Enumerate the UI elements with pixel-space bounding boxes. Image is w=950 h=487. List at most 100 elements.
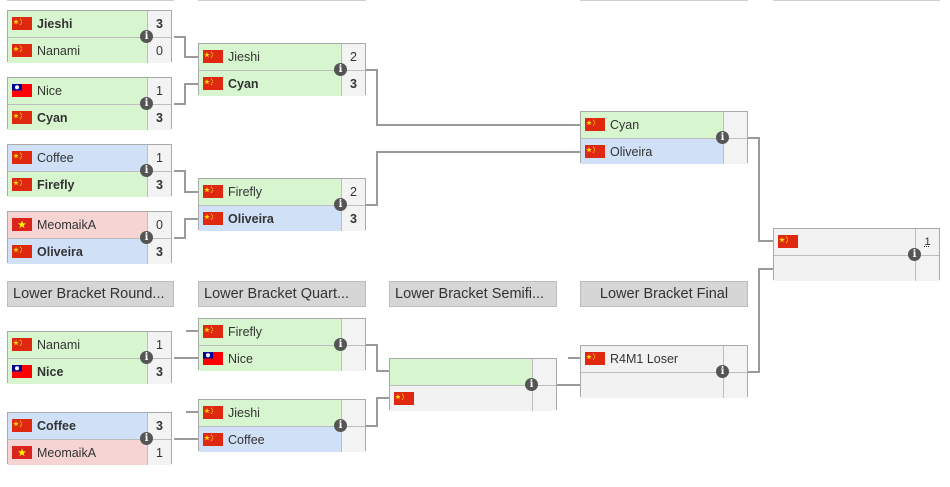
bracket-connector-line xyxy=(174,103,185,105)
bracket-connector-line xyxy=(748,371,759,373)
info-icon[interactable]: i xyxy=(334,63,347,76)
bracket-connector-line xyxy=(174,357,198,359)
info-icon[interactable]: i xyxy=(525,378,538,391)
info-icon[interactable]: i xyxy=(908,248,921,261)
bracket-connector-line xyxy=(184,191,198,193)
score: 0 xyxy=(147,212,171,238)
china-flag-icon xyxy=(12,151,32,164)
bracket-connector-line xyxy=(174,36,185,38)
bracket-connector-line xyxy=(376,344,378,371)
bracket-connector-line xyxy=(376,151,580,153)
bracket-connector-line xyxy=(184,83,198,85)
info-icon[interactable]: i xyxy=(140,97,153,110)
info-icon[interactable]: i xyxy=(140,164,153,177)
info-icon[interactable]: i xyxy=(716,131,729,144)
info-icon[interactable]: i xyxy=(334,419,347,432)
bracket-connector-line xyxy=(366,344,377,346)
bracket-connector-line xyxy=(557,384,580,386)
china-flag-icon xyxy=(12,178,32,191)
score: 3 xyxy=(147,105,171,130)
bracket-connector-line xyxy=(184,83,186,105)
match-upper-final[interactable]: Cyan Oliveira i xyxy=(580,111,748,164)
bracket-connector-line xyxy=(184,170,186,192)
bracket-connector-line xyxy=(174,170,185,172)
player-name: Nice xyxy=(228,352,254,366)
player-name: Oliveira xyxy=(228,212,274,226)
player-name: Cyan xyxy=(37,111,68,125)
bracket-connector-line xyxy=(184,218,186,239)
column-divider xyxy=(773,0,940,1)
match-lower-qf-2[interactable]: Jieshi Coffee i xyxy=(198,399,366,452)
score xyxy=(915,256,939,281)
score xyxy=(341,346,365,371)
info-icon[interactable]: i xyxy=(140,432,153,445)
score: 0 xyxy=(147,38,171,63)
player-name: Firefly xyxy=(228,325,263,339)
bracket-connector-line xyxy=(366,69,377,71)
china-flag-icon xyxy=(12,17,32,30)
china-flag-icon xyxy=(585,118,605,131)
china-flag-icon xyxy=(12,419,32,432)
header-lower-semifinals: Lower Bracket Semifi... xyxy=(389,281,557,307)
match-grand-final[interactable]: 1 i xyxy=(773,228,940,281)
bracket-connector-line xyxy=(758,268,760,373)
china-flag-icon xyxy=(203,406,223,419)
player-name: Oliveira xyxy=(610,145,653,159)
score xyxy=(341,427,365,452)
info-icon[interactable]: i xyxy=(716,365,729,378)
china-flag-icon xyxy=(12,44,32,57)
bracket-connector-line xyxy=(186,411,198,413)
bracket-connector-line xyxy=(186,330,198,332)
player-name: Nanami xyxy=(37,338,81,352)
china-flag-icon xyxy=(12,111,32,124)
player-name: MeomaikA xyxy=(37,446,97,460)
bracket-connector-line xyxy=(376,151,378,206)
china-flag-icon xyxy=(203,433,223,446)
player-name: Jieshi xyxy=(37,17,73,31)
bracket-connector-line xyxy=(366,204,377,206)
player-name: Nice xyxy=(37,365,64,379)
bracket-connector-line xyxy=(758,240,773,242)
info-icon[interactable]: i xyxy=(140,30,153,43)
score: 3 xyxy=(341,206,365,231)
match-lower-qf-1[interactable]: Firefly Nice i xyxy=(198,318,366,371)
china-flag-icon xyxy=(394,392,414,405)
bracket-connector-line xyxy=(376,397,378,427)
player-name: Nanami xyxy=(37,44,81,58)
player-name: Firefly xyxy=(228,185,263,199)
info-icon[interactable]: i xyxy=(334,338,347,351)
player-name: R4M1 Loser xyxy=(610,352,679,366)
match-lower-sf[interactable]: i xyxy=(389,358,557,411)
bracket-connector-line xyxy=(568,357,580,359)
info-icon[interactable]: i xyxy=(334,198,347,211)
bracket-connector-line xyxy=(174,438,198,440)
column-divider xyxy=(198,0,366,1)
score: 3 xyxy=(147,172,171,197)
info-icon[interactable]: i xyxy=(140,351,153,364)
china-flag-icon xyxy=(585,145,605,158)
china-flag-icon xyxy=(203,212,223,225)
bracket-connector-line xyxy=(376,370,389,372)
china-flag-icon xyxy=(203,325,223,338)
taiwan-flag-icon xyxy=(12,365,32,378)
china-flag-icon xyxy=(203,50,223,63)
column-divider xyxy=(580,0,748,1)
score xyxy=(723,373,747,398)
china-flag-icon xyxy=(12,245,32,258)
match-lower-final[interactable]: R4M1 Loser i xyxy=(580,345,748,398)
info-icon[interactable]: i xyxy=(140,231,153,244)
score xyxy=(723,139,747,164)
score: 3 xyxy=(147,359,171,384)
vietnam-flag-icon xyxy=(12,446,32,459)
player-name: Jieshi xyxy=(228,406,260,420)
taiwan-flag-icon xyxy=(12,84,32,97)
player-name: Coffee xyxy=(37,419,76,433)
